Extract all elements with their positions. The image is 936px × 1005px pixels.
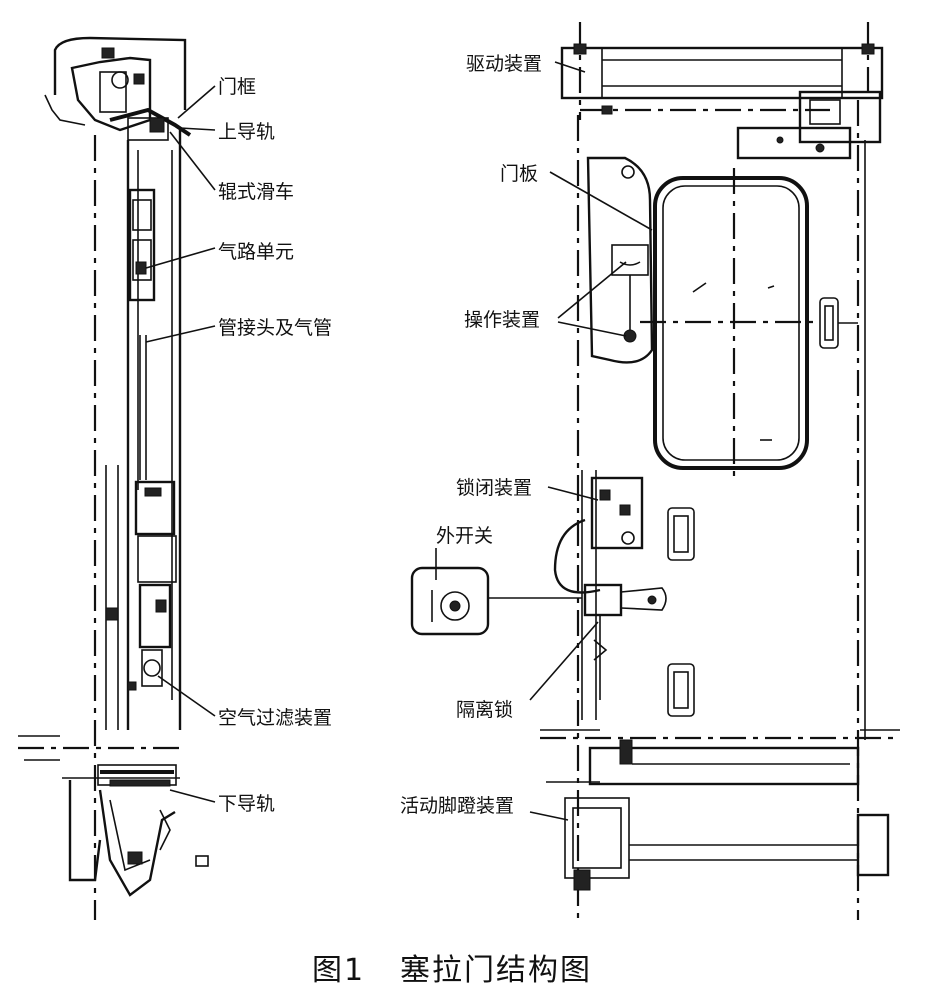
label-drive-device: 驱动装置 bbox=[466, 53, 542, 75]
label-air-filter-device: 空气过滤装置 bbox=[218, 707, 332, 729]
label-door-leaf: 门板 bbox=[500, 163, 538, 185]
label-locking-device: 锁闭装置 bbox=[456, 477, 532, 499]
label-roller-carriage: 辊式滑车 bbox=[218, 181, 294, 203]
label-isolation-lock: 隔离锁 bbox=[456, 699, 513, 721]
label-pipe-joint-and-air-pipe: 管接头及气管 bbox=[218, 317, 332, 339]
figure-caption-number: 图1 bbox=[312, 953, 365, 988]
label-door-frame: 门框 bbox=[218, 76, 256, 98]
label-lower-guide-rail: 下导轨 bbox=[218, 793, 275, 815]
label-movable-step-device: 活动脚蹬装置 bbox=[400, 795, 514, 817]
left-side-section-view bbox=[18, 36, 216, 920]
label-external-switch: 外开关 bbox=[436, 525, 493, 547]
label-upper-guide-rail: 上导轨 bbox=[218, 121, 275, 143]
figure-caption-title: 塞拉门结构图 bbox=[400, 953, 592, 988]
label-operating-device: 操作装置 bbox=[464, 309, 540, 331]
label-air-circuit-unit: 气路单元 bbox=[218, 241, 294, 263]
right-front-elevation-view bbox=[410, 22, 900, 920]
